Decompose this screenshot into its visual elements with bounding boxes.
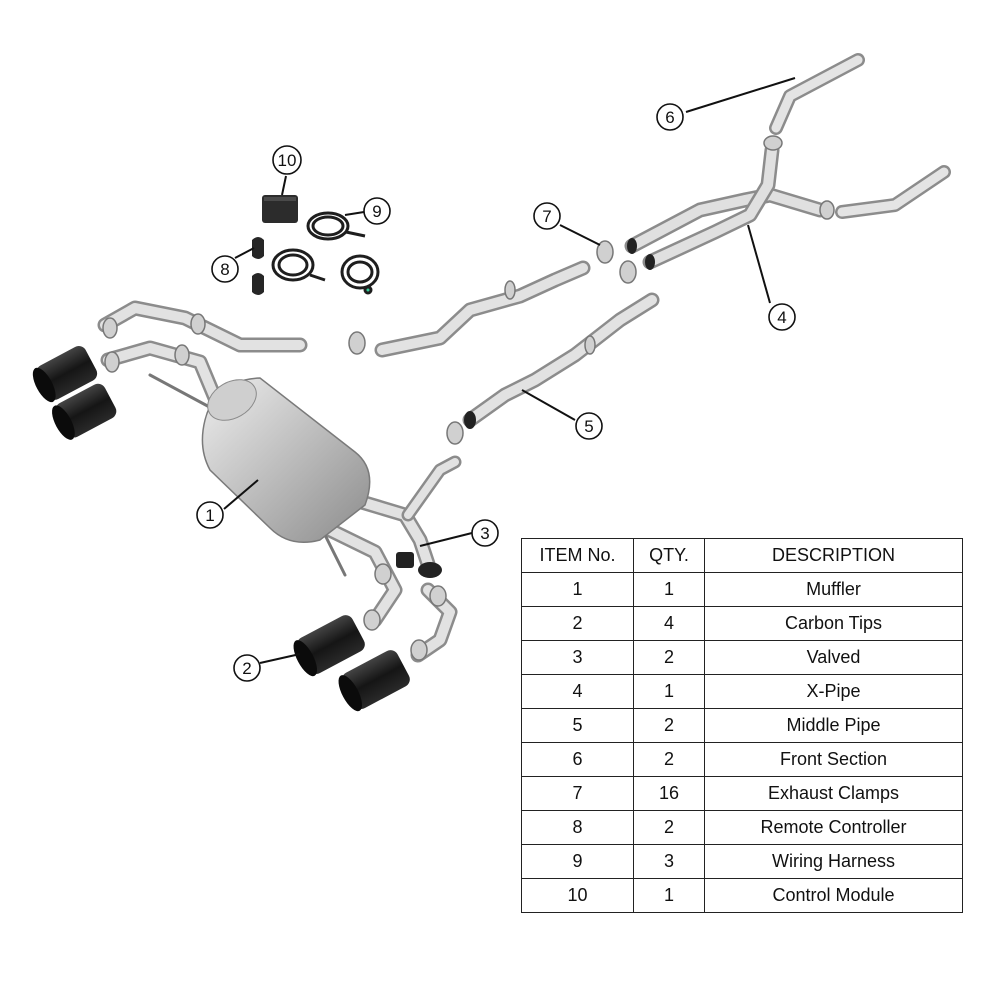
cell-item: 7	[522, 777, 634, 811]
cell-item: 10	[522, 879, 634, 913]
cell-item: 9	[522, 845, 634, 879]
cell-item: 3	[522, 641, 634, 675]
cell-description: Control Module	[705, 879, 963, 913]
callout-1: 1	[197, 502, 223, 528]
cell-description: Carbon Tips	[705, 607, 963, 641]
cell-qty: 2	[634, 743, 705, 777]
cell-description: X-Pipe	[705, 675, 963, 709]
middle-pipes	[382, 268, 652, 429]
callout-label-5: 5	[584, 417, 593, 436]
wiring-harness	[273, 213, 378, 293]
cell-qty: 3	[634, 845, 705, 879]
cell-description: Valved	[705, 641, 963, 675]
cell-description: Exhaust Clamps	[705, 777, 963, 811]
callout-label-6: 6	[665, 108, 674, 127]
cell-item: 8	[522, 811, 634, 845]
table-row: 7 16 Exhaust Clamps	[522, 777, 963, 811]
cell-qty: 2	[634, 641, 705, 675]
header-description: DESCRIPTION	[705, 539, 963, 573]
cell-item: 2	[522, 607, 634, 641]
cell-item: 6	[522, 743, 634, 777]
cell-qty: 2	[634, 811, 705, 845]
table-row: 9 3 Wiring Harness	[522, 845, 963, 879]
cell-item: 1	[522, 573, 634, 607]
table-row: 1 1 Muffler	[522, 573, 963, 607]
callout-label-7: 7	[542, 207, 551, 226]
control-module	[262, 195, 298, 223]
cell-qty: 1	[634, 879, 705, 913]
cell-description: Middle Pipe	[705, 709, 963, 743]
callout-10: 10	[273, 146, 301, 174]
callout-7: 7	[534, 203, 560, 229]
x-pipe	[627, 150, 820, 270]
table-row: 8 2 Remote Controller	[522, 811, 963, 845]
table-row: 2 4 Carbon Tips	[522, 607, 963, 641]
table-row: 6 2 Front Section	[522, 743, 963, 777]
callout-label-1: 1	[205, 506, 214, 525]
callout-3: 3	[472, 520, 498, 546]
callout-label-9: 9	[372, 202, 381, 221]
remote-controllers	[252, 237, 264, 295]
callout-2: 2	[234, 655, 260, 681]
callout-5: 5	[576, 413, 602, 439]
callout-label-3: 3	[480, 524, 489, 543]
table-row: 10 1 Control Module	[522, 879, 963, 913]
muffler	[200, 371, 369, 542]
parts-table: ITEM No. QTY. DESCRIPTION 1 1 Muffler 2 …	[521, 538, 963, 913]
callout-label-8: 8	[220, 260, 229, 279]
callout-6: 6	[657, 104, 683, 130]
header-qty: QTY.	[634, 539, 705, 573]
cell-qty: 2	[634, 709, 705, 743]
header-item-no: ITEM No.	[522, 539, 634, 573]
table-header-row: ITEM No. QTY. DESCRIPTION	[522, 539, 963, 573]
table-row: 3 2 Valved	[522, 641, 963, 675]
cell-qty: 1	[634, 675, 705, 709]
callout-9: 9	[364, 198, 390, 224]
callout-label-2: 2	[242, 659, 251, 678]
callout-label-4: 4	[777, 308, 786, 327]
cell-qty: 1	[634, 573, 705, 607]
cell-description: Muffler	[705, 573, 963, 607]
cell-item: 5	[522, 709, 634, 743]
cell-description: Remote Controller	[705, 811, 963, 845]
callout-4: 4	[769, 304, 795, 330]
callout-label-10: 10	[278, 151, 297, 170]
cell-description: Wiring Harness	[705, 845, 963, 879]
table-row: 5 2 Middle Pipe	[522, 709, 963, 743]
table-row: 4 1 X-Pipe	[522, 675, 963, 709]
cell-item: 4	[522, 675, 634, 709]
cell-qty: 4	[634, 607, 705, 641]
cell-qty: 16	[634, 777, 705, 811]
cell-description: Front Section	[705, 743, 963, 777]
callout-8: 8	[212, 256, 238, 282]
front-section-pipes	[776, 60, 944, 212]
